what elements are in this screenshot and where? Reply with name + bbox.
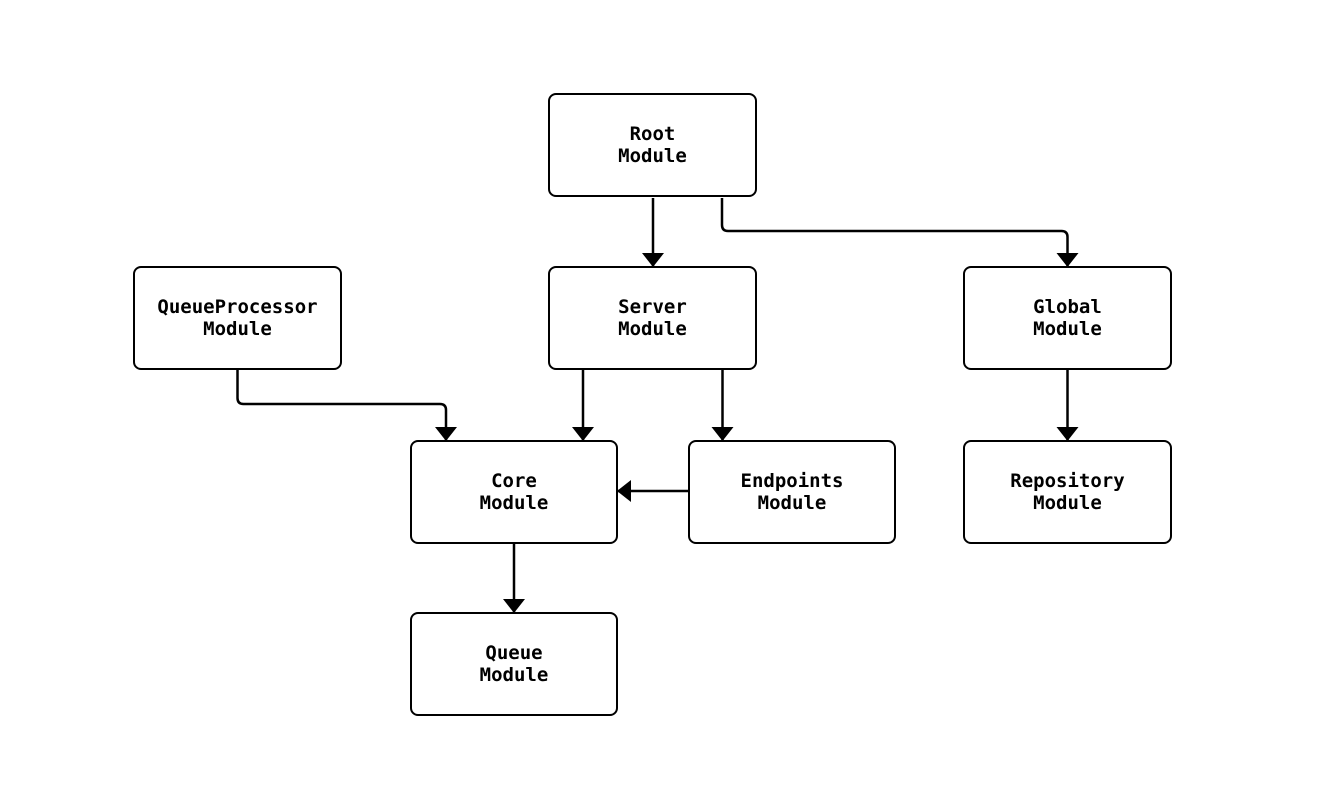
node-repository-module: Repository Module (963, 440, 1172, 544)
node-endpoints-module: Endpoints Module (688, 440, 896, 544)
node-core-label-line1: Core (491, 470, 537, 492)
node-queueprocessor-module: QueueProcessor Module (133, 266, 342, 370)
node-server-label-line1: Server (618, 296, 687, 318)
node-queue-label-line1: Queue (485, 642, 543, 664)
node-root-module: Root Module (548, 93, 757, 197)
node-server-module: Server Module (548, 266, 757, 370)
node-queue-module: Queue Module (410, 612, 618, 716)
node-core-label-line2: Module (479, 492, 549, 514)
node-server-label-line2: Module (618, 318, 687, 340)
node-root-label-line2: Module (618, 145, 687, 167)
edge-root-to-global (720, 198, 1079, 267)
node-queue-label-line2: Module (479, 664, 549, 686)
node-repository-label-line1: Repository (1010, 470, 1125, 492)
node-endpoints-label-line1: Endpoints (740, 470, 844, 492)
node-queueprocessor-label-line1: QueueProcessor (157, 296, 318, 318)
node-root-label-line1: Root (629, 123, 676, 145)
node-global-module: Global Module (963, 266, 1172, 370)
edge-queueprocessor-to-core (236, 370, 457, 441)
node-repository-label-line2: Module (1033, 492, 1102, 514)
node-endpoints-label-line2: Module (757, 492, 827, 514)
node-core-module: Core Module (410, 440, 618, 544)
node-queueprocessor-label-line2: Module (203, 318, 272, 340)
node-global-label-line1: Global (1033, 296, 1102, 318)
node-global-label-line2: Module (1033, 318, 1102, 340)
